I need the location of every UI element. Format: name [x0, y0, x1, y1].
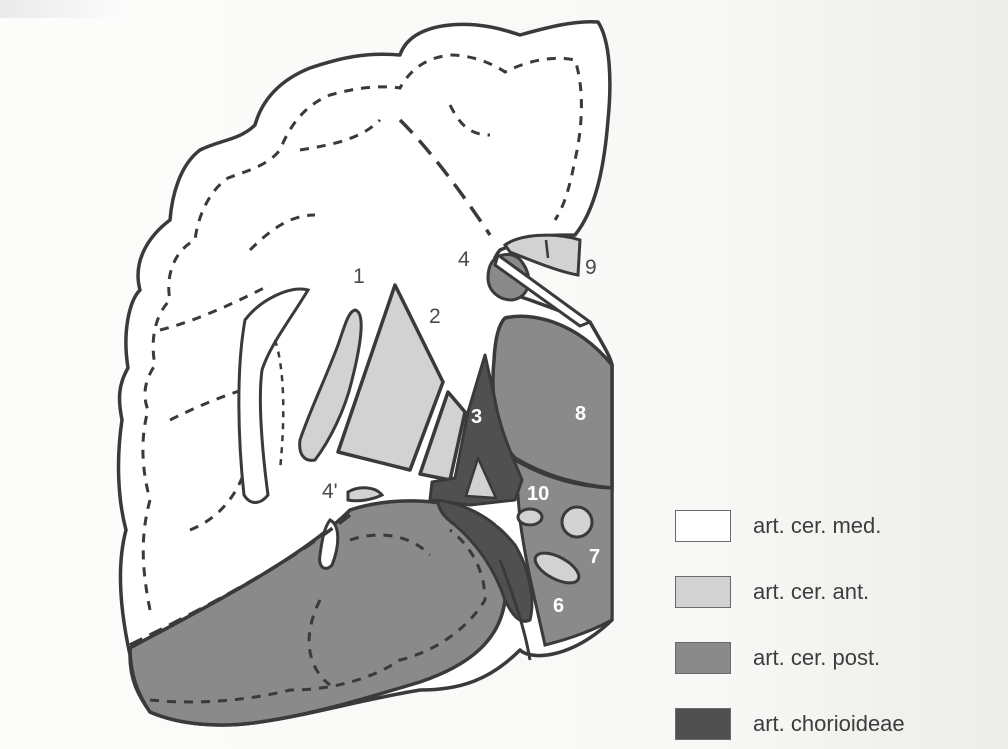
- legend-item-medial: art. cer. med.: [675, 510, 995, 542]
- label-3: 3: [471, 406, 482, 428]
- legend-label-choroidal: art. chorioideae: [753, 711, 905, 737]
- legend-swatch-choroidal: [675, 708, 731, 740]
- label-4prime: 4': [322, 480, 338, 503]
- legend-swatch-medial: [675, 510, 731, 542]
- legend-swatch-anterior: [675, 576, 731, 608]
- region-10-oval: [518, 509, 542, 525]
- legend-swatch-posterior: [675, 642, 731, 674]
- label-2: 2: [429, 305, 441, 328]
- region-7-circle: [562, 507, 592, 537]
- label-9: 9: [585, 256, 597, 279]
- legend-item-choroidal: art. chorioideae: [675, 708, 995, 740]
- label-5: 5: [495, 509, 506, 531]
- label-4: 4: [458, 248, 470, 271]
- label-6: 6: [553, 595, 564, 617]
- legend-label-anterior: art. cer. ant.: [753, 579, 869, 605]
- legend: art. cer. med. art. cer. ant. art. cer. …: [675, 510, 995, 749]
- legend-label-medial: art. cer. med.: [753, 513, 881, 539]
- legend-item-posterior: art. cer. post.: [675, 642, 995, 674]
- label-7: 7: [589, 546, 600, 568]
- label-8: 8: [575, 403, 586, 425]
- legend-item-anterior: art. cer. ant.: [675, 576, 995, 608]
- label-10: 10: [527, 483, 549, 505]
- label-1: 1: [353, 265, 365, 288]
- legend-label-posterior: art. cer. post.: [753, 645, 880, 671]
